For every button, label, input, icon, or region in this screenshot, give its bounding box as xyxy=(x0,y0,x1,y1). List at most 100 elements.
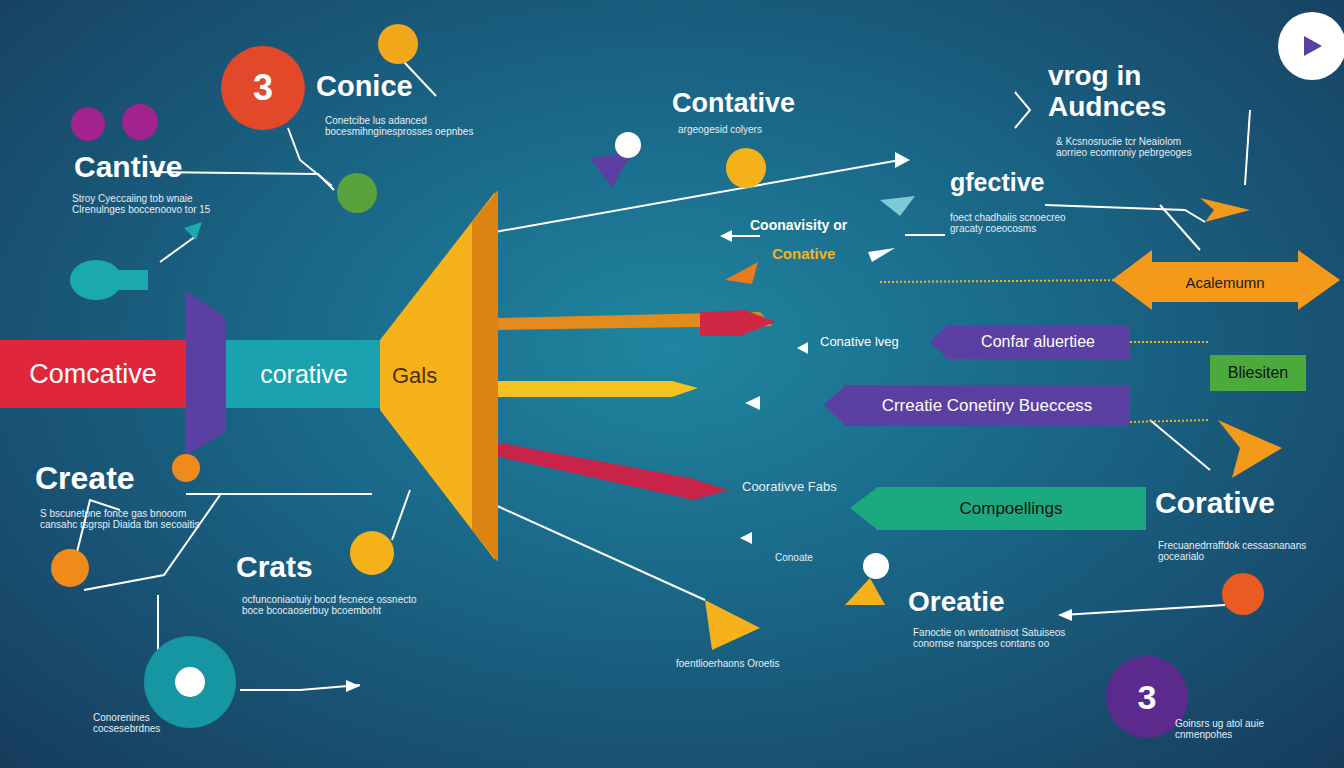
dot xyxy=(337,173,377,213)
dotted-line xyxy=(1130,420,1210,422)
arrowhead xyxy=(346,680,360,692)
dot xyxy=(175,667,205,697)
arrowhead xyxy=(895,152,910,168)
node-text: Bliesiten xyxy=(1228,364,1288,382)
arrow-end xyxy=(850,487,878,530)
arrow-icon xyxy=(725,262,758,284)
leader-line xyxy=(240,685,360,690)
dot xyxy=(378,24,418,64)
node-text: Acalemumn xyxy=(1185,274,1264,291)
funnel-bar xyxy=(495,442,728,500)
note-text: Stroy Cyeccaiing tob wnaie Clrenulnges b… xyxy=(72,193,222,215)
dot xyxy=(71,107,105,141)
note-text: Conorenines cocsesebrdnes xyxy=(93,712,193,734)
node-text: 3 xyxy=(1138,678,1157,717)
leader-line xyxy=(1160,205,1200,250)
arrow-band: Confar aluertiee xyxy=(946,325,1130,359)
note-text: Conoate xyxy=(775,552,813,563)
dot xyxy=(350,531,394,575)
node-text: Comcative xyxy=(29,359,157,390)
dot xyxy=(172,454,200,482)
arrowhead xyxy=(740,532,752,544)
chevron-arrow xyxy=(1218,420,1282,478)
dot xyxy=(144,636,236,728)
heading-label: Create xyxy=(35,461,135,497)
leader-line xyxy=(160,236,196,262)
funnel-bar xyxy=(495,381,698,397)
note-text: Goinsrs ug atol auie cnmenpohes xyxy=(1175,718,1305,740)
band-joint xyxy=(185,290,226,456)
leader-line xyxy=(905,234,945,236)
node-text: Confar aluertiee xyxy=(981,333,1095,351)
note-text: argeogesid colyers xyxy=(678,124,762,135)
arrow-icon xyxy=(845,578,885,605)
heading-label: Conice xyxy=(316,70,413,102)
dot xyxy=(615,132,641,158)
box: Bliesiten xyxy=(1210,355,1306,391)
arrow-band: Acalemumn xyxy=(1150,262,1300,302)
callout-circle: 3 xyxy=(221,46,305,130)
node-text: Crreatie Conetiny Bueccess xyxy=(882,396,1093,416)
heading-label: Conative xyxy=(772,246,835,263)
cylinder xyxy=(70,260,122,300)
heading-label: Contative xyxy=(672,88,795,118)
heading-label: Corative xyxy=(1155,486,1275,520)
note-text: foect chadhaiis scnoecreo gracaty coeoco… xyxy=(950,212,1090,234)
node-text: corative xyxy=(260,360,348,389)
leader-line xyxy=(1062,605,1225,615)
leader-line xyxy=(392,490,410,540)
heading-label: gfective xyxy=(950,168,1044,196)
heading-label: Cantive xyxy=(74,150,182,184)
leader-line xyxy=(186,493,372,495)
arrowhead xyxy=(745,396,760,410)
heading-label: Oreatie xyxy=(908,586,1005,617)
play-button xyxy=(1278,12,1344,80)
node-text: 3 xyxy=(253,67,273,109)
dotted-line xyxy=(880,280,1130,282)
node-text: Compoellings xyxy=(960,499,1063,519)
arrow-icon xyxy=(184,222,202,240)
arrow-end xyxy=(1298,250,1340,310)
leader-line xyxy=(730,235,760,237)
note-text: S bscunetone fonce gas bnooom cansahc rs… xyxy=(40,508,200,530)
arrow-band: Compoellings xyxy=(876,487,1146,530)
leader-line xyxy=(1150,420,1210,470)
band: corative xyxy=(226,340,382,408)
chevron-arrow xyxy=(1200,198,1250,222)
band: Comcative xyxy=(0,340,186,408)
arrow-icon xyxy=(705,600,760,650)
note-text: Conetcibe lus adanced bocesmihnginespros… xyxy=(325,115,475,137)
arrowhead xyxy=(797,342,808,354)
dot xyxy=(726,148,766,188)
dot xyxy=(1222,573,1264,615)
dotted-line xyxy=(1130,341,1210,343)
cylinder xyxy=(118,270,148,290)
note-text: Coorativve Fabs xyxy=(742,480,837,495)
heading-label: vrog in Audnces xyxy=(1048,60,1208,123)
leader-line xyxy=(1245,110,1250,185)
funnel-arrowhead xyxy=(700,310,775,336)
arrowhead xyxy=(720,230,732,242)
play-icon xyxy=(1304,36,1322,56)
dot xyxy=(863,553,889,579)
arrow-icon xyxy=(880,196,915,216)
note-text: Fanoctie on wntoatnisot Satuiseos conorn… xyxy=(913,627,1083,649)
note-text: Frecuanedrraffdok cessasnanans gocearial… xyxy=(1158,540,1308,562)
arrow-band: Crreatie Conetiny Bueccess xyxy=(844,385,1130,426)
node-text: Gals xyxy=(392,363,437,389)
funnel-line xyxy=(495,505,705,600)
heading-label: Coonavisity or xyxy=(750,218,847,234)
arrowhead xyxy=(1058,609,1072,621)
note-text: & Kcsnosruciie tcr Neaiolom aorrieo ecom… xyxy=(1056,136,1206,158)
leader-line xyxy=(1045,205,1205,222)
note-text: ocfunconiaotuiy bocd fecnece ossnecto bo… xyxy=(242,594,432,616)
note-text: Conative lveg xyxy=(820,335,899,350)
arrow-end xyxy=(824,385,846,426)
chevron xyxy=(1015,92,1030,128)
heading-label: Crats xyxy=(236,550,313,584)
funnel: Gals xyxy=(380,190,498,562)
note-text: foentlioerhaons Oroetis xyxy=(676,658,779,669)
arrow-end xyxy=(1112,250,1152,310)
dot xyxy=(51,549,89,587)
arrowhead xyxy=(868,248,895,262)
